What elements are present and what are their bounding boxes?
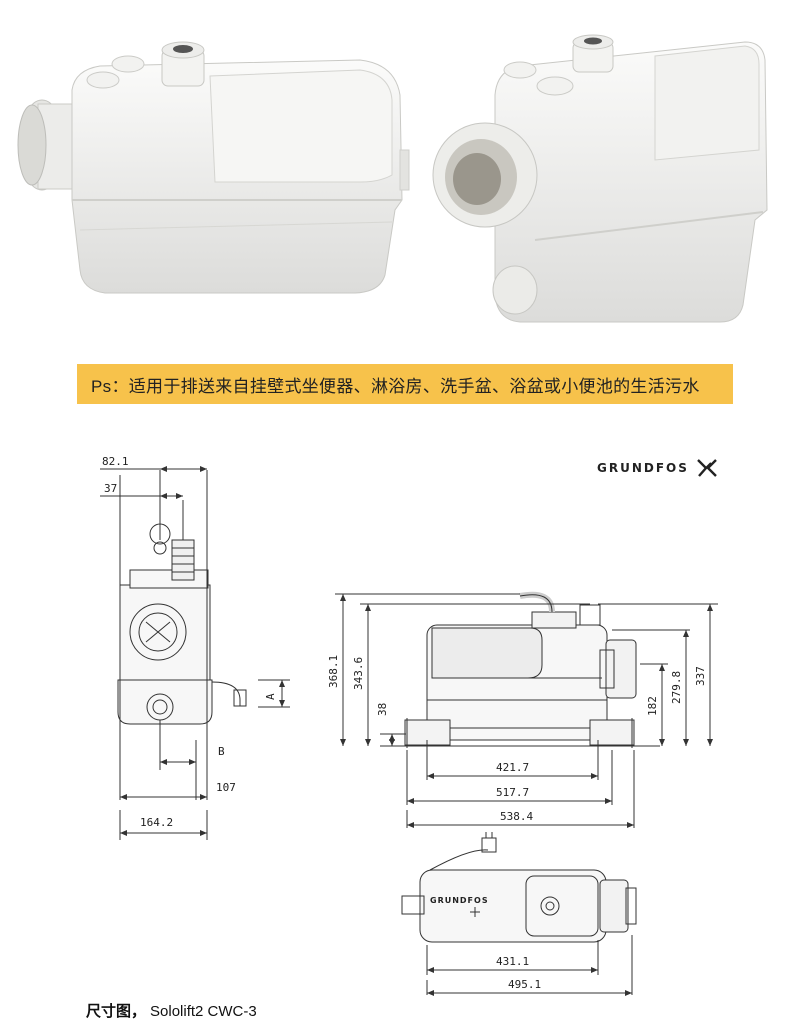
side-view-drawing [100, 466, 290, 840]
dim-431-1: 431.1 [496, 955, 529, 968]
dim-82-1: 82.1 [102, 455, 129, 468]
top-view-drawing [401, 832, 637, 996]
front-view-drawing [335, 591, 718, 828]
info-banner: Ps：适用于排送来自挂壁式坐便器、淋浴房、洗手盆、浴盆或小便池的生活污水 [77, 364, 733, 404]
dim-38: 38 [376, 703, 389, 716]
dim-182: 182 [646, 696, 659, 716]
product-photo-right [432, 34, 768, 323]
drawing-caption: 尺寸图，Sololift2 CWC-3 [86, 1000, 257, 1021]
grundfos-x-icon [697, 459, 717, 477]
dim-495-1: 495.1 [508, 978, 541, 991]
banner-text: Ps：适用于排送来自挂壁式坐便器、淋浴房、洗手盆、浴盆或小便池的生活污水 [91, 376, 700, 396]
top-view-label: GRUNDFOS [430, 896, 489, 905]
dim-b: B [218, 745, 225, 758]
grundfos-logo: GRUNDFOS [597, 457, 721, 479]
dim-107: 107 [216, 781, 236, 794]
dim-517-7: 517.7 [496, 786, 529, 799]
caption-model: Sololift2 CWC-3 [150, 1003, 257, 1020]
product-photo-left [17, 41, 410, 294]
dim-279-8: 279.8 [670, 671, 683, 704]
dim-a: A [264, 693, 277, 700]
dim-421-7: 421.7 [496, 761, 529, 774]
dim-164-2: 164.2 [140, 816, 173, 829]
dim-538-4: 538.4 [500, 810, 533, 823]
dim-337: 337 [694, 666, 707, 686]
caption-prefix: 尺寸图， [86, 1003, 147, 1020]
dim-37: 37 [104, 482, 117, 495]
dim-343-6: 343.6 [352, 657, 365, 690]
brand-name: GRUNDFOS [597, 461, 689, 475]
dim-368-1: 368.1 [327, 655, 340, 688]
